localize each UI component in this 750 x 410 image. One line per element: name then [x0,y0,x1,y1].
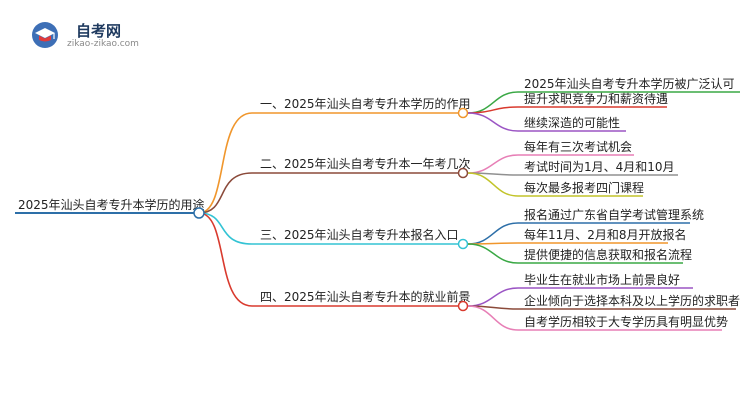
leaf-label: 每年11月、2月和8月开放报名 [524,227,687,242]
leaf-label: 自考学历相较于大专学历具有明显优势 [524,314,728,329]
branch-node [457,300,469,312]
leaf-connector [467,243,519,264]
leaf-label: 每年有三次考试机会 [524,139,632,154]
leaf-label: 提供便捷的信息获取和报名流程 [524,247,692,262]
leaf-connector [467,222,519,245]
leaf-label: 报名通过广东省自学考试管理系统 [524,207,704,222]
branch-node [457,167,469,179]
branch-node [457,107,469,119]
leaf-connector [467,287,519,307]
leaf-connector [467,112,519,132]
leaf-label: 每次最多报考四门课程 [524,180,644,195]
root-node [193,207,205,219]
brand-url: zikao-zikao.com [67,39,139,49]
branch-label: 一、2025年汕头自考专升本学历的作用 [260,96,471,111]
branch-label: 四、2025年汕头自考专升本的就业前景 [260,289,471,304]
leaf-connector [467,305,519,331]
leaf-label: 提升求职竞争力和薪资待遇 [524,91,668,106]
branch-connector [198,212,253,307]
leaf-label: 毕业生在就业市场上前景良好 [524,272,680,287]
branch-connector [198,172,253,214]
root-node-label: 2025年汕头自考专升本学历的用途 [18,197,205,212]
leaf-connector [467,106,519,114]
leaf-label: 继续深造的可能性 [524,115,620,130]
leaf-label: 企业倾向于选择本科及以上学历的求职者 [524,293,740,308]
leaf-connector [467,154,519,174]
leaf-label: 2025年汕头自考专升本学历被广泛认可 [524,76,735,91]
branch-label: 二、2025年汕头自考专升本一年考几次 [260,156,471,171]
branch-connector [198,112,253,214]
branch-label: 三、2025年汕头自考专升本报名入口 [260,227,459,242]
branch-connector [198,212,253,245]
leaf-label: 考试时间为1月、4月和10月 [524,159,675,174]
brand-logo[interactable]: 自考网 zikao-zikao.com [30,20,180,54]
branch-node [457,238,469,250]
leaf-connector [467,172,519,197]
graduation-cap-icon [32,22,58,48]
brand-title: 自考网 [76,22,122,40]
